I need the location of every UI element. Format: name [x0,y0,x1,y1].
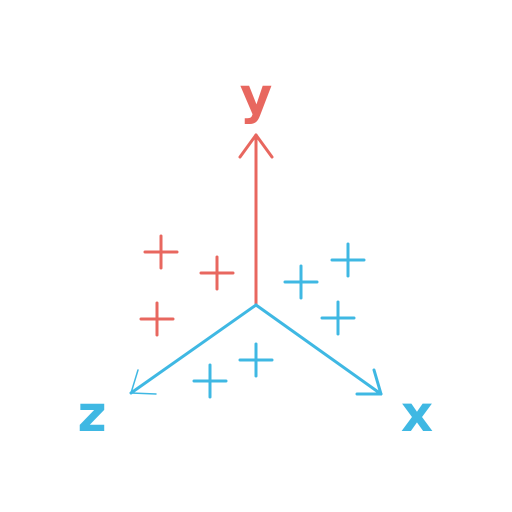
red-plus-marker [143,234,179,270]
y-axis-label: y [240,67,273,125]
x-axis-label: x [401,385,433,443]
z-axis-label: z [77,385,106,443]
y-axis-arrowhead [238,133,274,159]
y-axis: y [238,67,274,307]
x-axis-arrowhead [355,368,383,396]
blue-markers [192,242,366,399]
z-axis-line [129,303,258,395]
blue-plus-marker [320,300,356,336]
blue-plus-marker [238,342,274,378]
z-axis: z [77,303,258,443]
blue-plus-marker [192,363,228,399]
red-plus-marker [139,301,175,337]
red-plus-marker [199,255,235,291]
red-markers [139,234,235,337]
x-axis-line [254,303,383,396]
blue-plus-marker [283,264,319,300]
blue-plus-marker [330,242,366,278]
z-axis-arrowhead [130,369,157,395]
x-axis: x [254,303,433,443]
